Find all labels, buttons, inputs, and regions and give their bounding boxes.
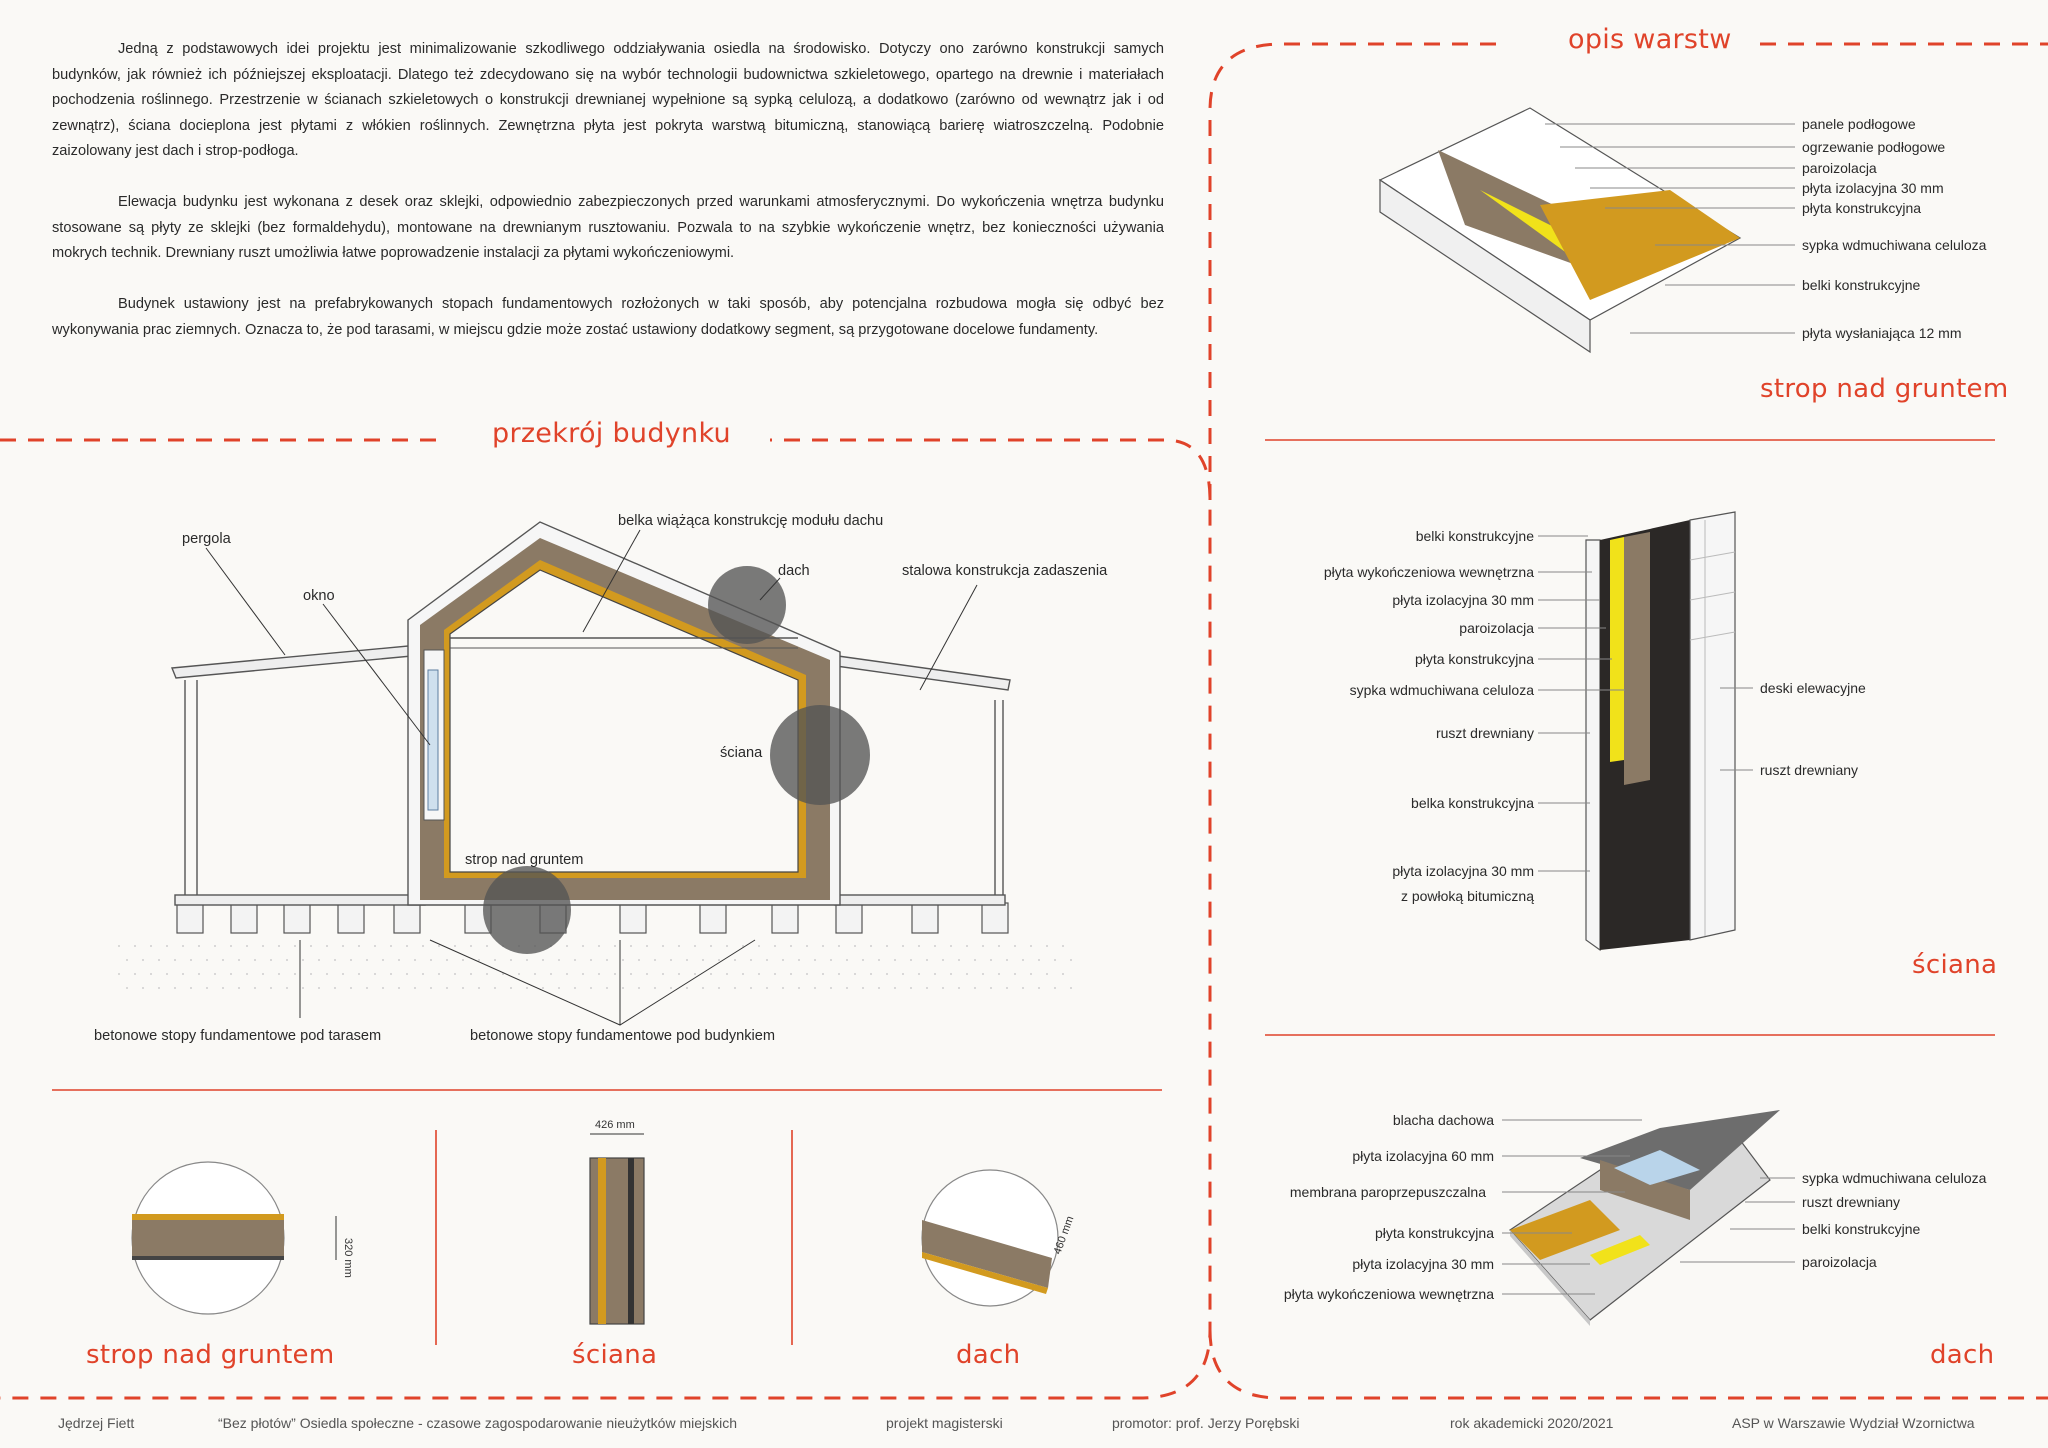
sciana-label: belka konstrukcyjna — [1411, 795, 1534, 811]
dach-label: płyta konstrukcyjna — [1375, 1225, 1494, 1241]
strop-label: panele podłogowe — [1802, 116, 1916, 132]
sciana-label: płyta wykończeniowa wewnętrzna — [1324, 564, 1534, 580]
detail-strop: 320 mm — [131, 1161, 354, 1315]
section-labels: pergola okno belka wiążąca konstrukcję m… — [94, 513, 1108, 1044]
strop-label: ogrzewanie podłogowe — [1802, 139, 1945, 155]
leader-lines — [205, 529, 978, 1026]
footer-author: Jędrzej Fiett — [58, 1415, 135, 1431]
label-strop: strop nad gruntem — [465, 852, 583, 868]
strop-layers — [1378, 107, 1742, 354]
label-stalowa: stalowa konstrukcja zadaszenia — [902, 563, 1108, 579]
strop-label: sypka wdmuchiwana celuloza — [1802, 237, 1987, 253]
strop-label: paroizolacja — [1802, 160, 1877, 176]
dach-label: membrana paroprzepuszczalna — [1290, 1184, 1486, 1200]
footer-year: rok akademicki 2020/2021 — [1450, 1415, 1614, 1431]
dim-sciana: 426 mm — [595, 1119, 635, 1131]
intro-paragraph: Jedną z podstawowych idei projektu jest … — [52, 41, 1164, 160]
detail-title-strop: strop nad gruntem — [86, 1340, 335, 1370]
dim-strop: 320 mm — [342, 1238, 354, 1278]
dach-labels: blacha dachowa płyta izolacyjna 60 mm me… — [1284, 1112, 1494, 1302]
detail-sciana: 426 mm — [589, 1119, 645, 1325]
layers-title-dach: dach — [1930, 1340, 1995, 1370]
sciana-label: ruszt drewniany — [1436, 725, 1534, 741]
label-pergola: pergola — [182, 531, 232, 547]
layers-title-sciana: ściana — [1912, 950, 1998, 980]
dach-label: sypka wdmuchiwana celuloza — [1802, 1170, 1987, 1186]
footer-promotor: promotor: prof. Jerzy Porębski — [1112, 1415, 1300, 1431]
detail-dach: 460 mm — [921, 1169, 1076, 1307]
dach-label: płyta izolacyjna 60 mm — [1352, 1148, 1494, 1164]
strop-label: płyta wysłaniająca 12 mm — [1802, 325, 1962, 341]
dach-label: blacha dachowa — [1393, 1112, 1494, 1128]
strop-label: płyta konstrukcyjna — [1802, 200, 1921, 216]
sciana-label: płyta izolacyjna 30 mm — [1392, 863, 1534, 879]
dach-label: ruszt drewniany — [1802, 1194, 1900, 1210]
footer-type: projekt magisterski — [886, 1415, 1003, 1431]
layers-title-strop: strop nad gruntem — [1760, 374, 2009, 404]
footer-project: “Bez płotów” Osiedla społeczne - czasowe… — [218, 1415, 738, 1431]
strop-label: płyta izolacyjna 30 mm — [1802, 180, 1944, 196]
dach-layers — [1509, 1110, 1780, 1326]
strop-labels: panele podłogowe ogrzewanie podłogowe pa… — [1802, 116, 1987, 341]
highlight-circles — [483, 566, 870, 954]
layers-heading: opis warstw — [1568, 24, 1732, 55]
dach-label: płyta izolacyjna 30 mm — [1352, 1256, 1494, 1272]
sciana-label: paroizolacja — [1459, 620, 1534, 636]
sciana-label: ruszt drewniany — [1760, 762, 1858, 778]
sciana-label: płyta konstrukcyjna — [1415, 651, 1534, 667]
sciana-label: płyta izolacyjna 30 mm — [1392, 592, 1534, 608]
footer-school: ASP w Warszawie Wydział Wzornictwa — [1732, 1415, 1975, 1431]
terrace-left — [171, 645, 426, 906]
label-dach: dach — [778, 563, 810, 579]
section-title: przekrój budynku — [492, 418, 731, 449]
detail-title-sciana: ściana — [572, 1340, 658, 1370]
layer-leaders — [1502, 123, 1795, 1295]
intro-paragraph: Budynek ustawiony jest na prefabrykowany… — [52, 296, 1164, 338]
sciana-layers — [1585, 511, 1736, 952]
label-sciana: ściana — [720, 745, 763, 761]
label-okno: okno — [303, 588, 335, 604]
label-stopy-taras: betonowe stopy fundamentowe pod tarasem — [94, 1028, 381, 1044]
sciana-label: sypka wdmuchiwana celuloza — [1350, 682, 1535, 698]
intro-paragraph: Elewacja budynku jest wykonana z desek o… — [52, 194, 1164, 262]
foundations — [176, 902, 1009, 934]
strop-label: belki konstrukcyjne — [1802, 277, 1920, 293]
detail-title-dach: dach — [956, 1340, 1021, 1370]
sciana-label: z powłoką bitumiczną — [1401, 888, 1534, 904]
label-stopy-budynek: betonowe stopy fundamentowe pod budynkie… — [470, 1028, 775, 1044]
sciana-labels: belki konstrukcyjne płyta wykończeniowa … — [1324, 528, 1534, 904]
dach-label: płyta wykończeniowa wewnętrzna — [1284, 1286, 1494, 1302]
sciana-label: deski elewacyjne — [1760, 680, 1866, 696]
dach-label: belki konstrukcyjne — [1802, 1221, 1920, 1237]
dach-label: paroizolacja — [1802, 1254, 1877, 1270]
label-belka: belka wiążąca konstrukcję modułu dachu — [618, 513, 883, 529]
sciana-label: belki konstrukcyjne — [1416, 528, 1534, 544]
